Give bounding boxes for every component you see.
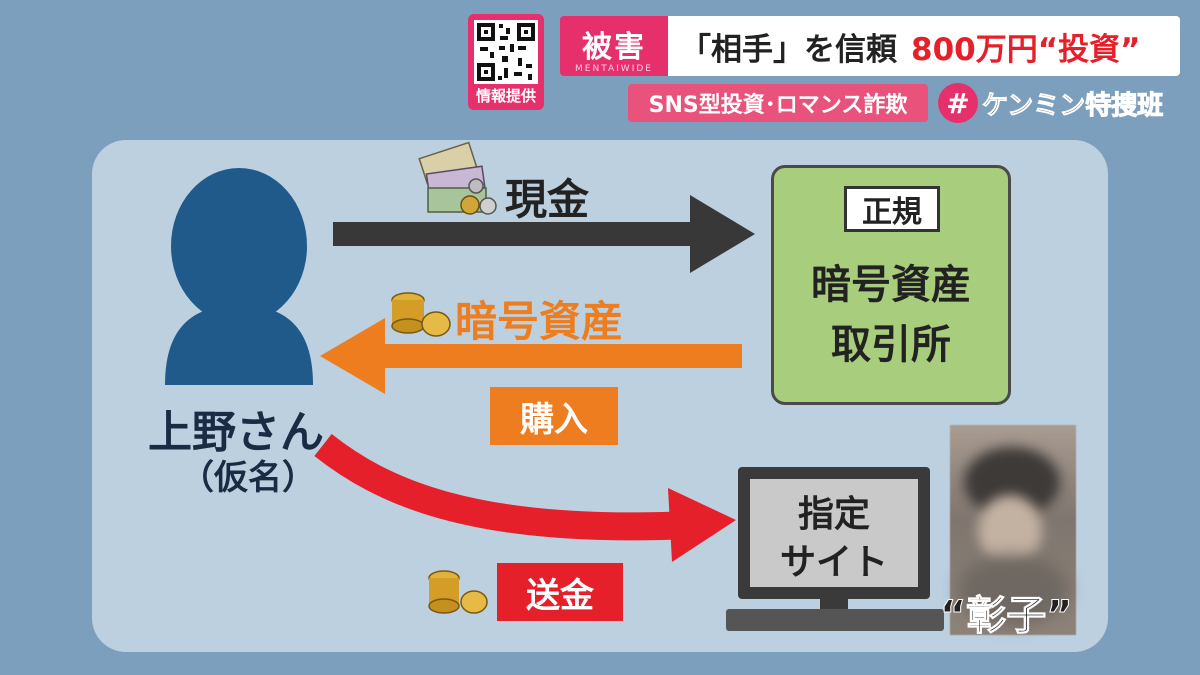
send-tag: 送金	[497, 563, 623, 621]
buy-tag: 購入	[490, 387, 618, 445]
headline-part2: 800万円“投資”	[911, 31, 1141, 68]
headline-part1: 「相手」を信頼	[680, 31, 897, 68]
program-logo: # ケンミン特捜班	[938, 80, 1182, 126]
coin-stack-icon	[428, 570, 488, 614]
monitor-screen: 指定 サイト	[750, 479, 918, 587]
qr-code-icon	[474, 20, 538, 84]
computer-monitor-icon	[726, 467, 944, 631]
send-arrow	[314, 434, 736, 562]
category-badge: 被害 MENTAIWIDE	[560, 16, 668, 76]
program-name: ケンミン特捜班	[981, 90, 1164, 121]
subheadline: SNS型投資･ロマンス詐欺	[628, 84, 928, 122]
category-text: 被害	[582, 30, 646, 65]
exchange-box: 正規 暗号資産 取引所	[771, 165, 1011, 405]
exchange-line2: 取引所	[831, 322, 951, 368]
suspect-name: “彰子”	[940, 593, 1074, 640]
program-hash: #	[938, 83, 978, 123]
coin-stack-icon	[391, 292, 451, 337]
crypto-label: 暗号資産	[455, 297, 624, 346]
person-silhouette-icon	[165, 168, 313, 385]
site-line1: 指定	[797, 494, 870, 535]
exchange-line1: 暗号資産	[811, 262, 971, 308]
cash-label: 現金	[505, 175, 590, 224]
person-name: 上野さん	[148, 407, 324, 458]
crypto-arrow	[320, 318, 742, 394]
regular-tag: 正規	[844, 186, 940, 232]
headline: 「相手」を信頼 800万円“投資”	[668, 16, 1180, 76]
category-sub: MENTAIWIDE	[575, 64, 653, 74]
cash-arrow	[333, 195, 755, 273]
site-line2: サイト	[779, 542, 888, 583]
suspect-photo	[950, 425, 1076, 635]
qr-code-badge[interactable]: 情報提供	[468, 14, 544, 110]
person-note: （仮名）	[180, 458, 316, 498]
banknotes-icon	[418, 141, 497, 215]
qr-label: 情報提供	[475, 87, 536, 105]
